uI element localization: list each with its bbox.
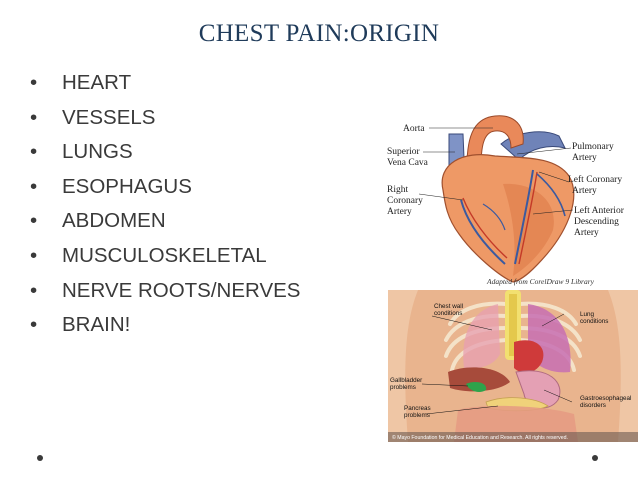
- torso-anatomy-figure: Chest wall conditions Lung conditions Ga…: [388, 290, 638, 442]
- label-gastroesophageal: disorders: [580, 402, 606, 409]
- bullet-item: • LUNGS: [30, 135, 300, 170]
- bullet-list: • HEART • VESSELS • LUNGS • ESOPHAGUS • ABDOM…: [30, 66, 300, 343]
- label-right-coronary: Right: [387, 185, 408, 195]
- bullet-dot: •: [30, 313, 38, 337]
- bullet-item: • BRAIN!: [30, 308, 300, 343]
- label-lad: Artery: [574, 228, 599, 238]
- label-lung: Lung: [580, 311, 595, 318]
- bullet-text: BRAIN!: [62, 313, 131, 337]
- bullet-item: • ABDOMEN: [30, 204, 300, 239]
- bullet-item: • ESOPHAGUS: [30, 170, 300, 205]
- bullet-text: ESOPHAGUS: [62, 174, 192, 198]
- label-pulmonary-artery: Artery: [572, 153, 597, 163]
- bullet-text: ABDOMEN: [62, 209, 166, 233]
- figure-copyright: © Mayo Foundation for Medical Education …: [392, 434, 568, 441]
- label-superior-vena-cava: Superior: [387, 147, 421, 157]
- bullet-text: MUSCULOSKELETAL: [62, 243, 267, 267]
- bullet-text: VESSELS: [62, 105, 156, 129]
- bullet-item: • HEART: [30, 66, 300, 101]
- label-gallbladder: problems: [390, 384, 416, 391]
- label-chest-wall: conditions: [434, 310, 462, 317]
- label-pancreas: problems: [404, 412, 430, 419]
- bullet-dot: •: [30, 278, 38, 302]
- label-gastroesophageal: Gastroesophageal: [580, 395, 631, 402]
- label-left-coronary: Left Coronary: [568, 174, 622, 185]
- footer-dot-right: [592, 455, 598, 461]
- bullet-dot: •: [30, 243, 38, 267]
- label-aorta: Aorta: [403, 124, 425, 134]
- footer-dot-left: [37, 455, 43, 461]
- slide-title: CHEST PAIN:ORIGIN: [198, 20, 440, 47]
- label-right-coronary: Artery: [387, 207, 412, 217]
- bullet-dot: •: [30, 140, 38, 164]
- bullet-dot: •: [30, 209, 38, 233]
- bullet-text: LUNGS: [62, 140, 133, 164]
- bullet-text: NERVE ROOTS/NERVES: [62, 278, 301, 302]
- label-right-coronary: Coronary: [387, 196, 423, 206]
- heart-anatomy-figure: Aorta Superior Vena Cava Right Coronary …: [387, 115, 625, 286]
- bullet-dot: •: [30, 71, 38, 94]
- bullet-dot: •: [30, 174, 38, 198]
- bullet-item: • VESSELS: [30, 101, 300, 136]
- label-chest-wall: Chest wall: [434, 303, 463, 310]
- bullet-item: • MUSCULOSKELETAL: [30, 239, 300, 274]
- label-lad: Descending: [574, 217, 619, 227]
- bullet-dot: •: [30, 105, 38, 129]
- label-pulmonary-artery: Pulmonary: [572, 142, 614, 152]
- label-lad: Left Anterior: [574, 205, 625, 216]
- label-pancreas: Pancreas: [404, 405, 431, 412]
- label-left-coronary: Artery: [572, 186, 597, 196]
- bullet-text: HEART: [62, 71, 132, 94]
- bullet-item: • NERVE ROOTS/NERVES: [30, 274, 300, 309]
- label-lung: conditions: [580, 318, 608, 325]
- figure-credit: Adapted from CorelDraw 9 Library: [486, 277, 595, 286]
- label-gallbladder: Gallbladder: [390, 377, 422, 384]
- label-superior-vena-cava: Vena Cava: [387, 158, 429, 168]
